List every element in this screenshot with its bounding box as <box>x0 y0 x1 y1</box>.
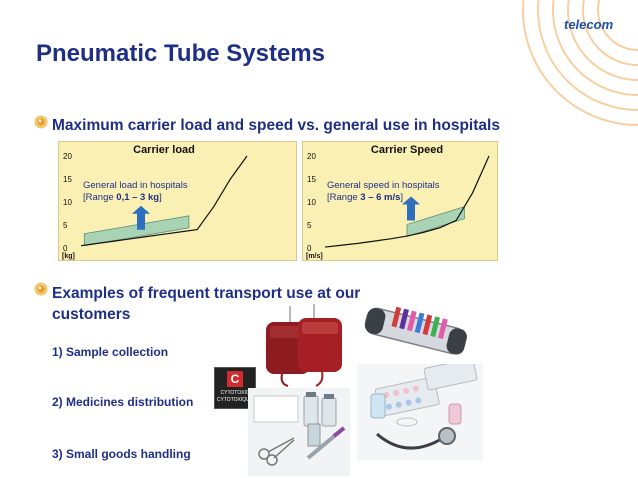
list-item-medicines-distribution: 2) Medicines distribution <box>52 395 194 409</box>
cytotoxic-label: CYTOTOXIC <box>220 390 250 396</box>
note-line2-load: [Range 0,1 – 3 kg] <box>83 192 162 203</box>
y-tick-label: 5 <box>63 221 68 230</box>
list-item-small-goods: 3) Small goods handling <box>52 447 191 461</box>
range-band-speed <box>406 206 465 238</box>
medicine-vials-photo <box>248 388 350 476</box>
chart-title-load: Carrier load <box>133 144 195 156</box>
cytotoxique-label: CYTOTOXIQUE <box>216 397 254 403</box>
y-tick-label: 5 <box>307 221 312 230</box>
bullet-carrier-load-speed: Maximum carrier load and speed vs. gener… <box>52 117 500 134</box>
chart-carrier-speed-svg: Carrier Speed 0 5 10 15 20 [m/s] General speed … <box>306 144 490 260</box>
y-tick-label: 10 <box>63 198 72 207</box>
note-prefix: [Range <box>327 192 360 203</box>
logo-text: telecom <box>564 17 614 32</box>
decorative-rings <box>522 0 638 126</box>
range-band-load <box>83 215 190 247</box>
chart-carrier-speed: Carrier Speed 0 5 10 15 20 [m/s] General speed … <box>302 141 498 261</box>
y-tick-label: 0 <box>307 244 312 253</box>
y-tick-label: 10 <box>307 198 316 207</box>
y-tick-label: 0 <box>63 244 68 253</box>
note-range-value: 0,1 – 3 kg <box>116 192 159 203</box>
y-tick-label: 15 <box>63 175 72 184</box>
series-line-load <box>80 155 248 247</box>
cytotoxic-letter: C <box>227 371 243 387</box>
note-range-value: 3 – 6 m/s <box>360 192 400 203</box>
up-arrow-speed <box>402 196 420 221</box>
note-line2-speed: [Range 3 – 6 m/s] <box>327 192 403 203</box>
bullet-icon <box>34 115 48 129</box>
bullet-transport-line1: Examples of frequent transport use at ou… <box>52 285 361 302</box>
note-prefix: [Range <box>83 192 116 203</box>
bullet-transport-line2: customers <box>52 306 131 323</box>
note-line1-load: General load in hospitals <box>83 180 188 191</box>
chart-carrier-load-svg: Carrier load 0 5 10 15 20 [kg] General load in … <box>62 144 248 260</box>
page-title: Pneumatic Tube Systems <box>36 40 325 67</box>
note-suffix: ] <box>159 192 162 203</box>
bullet-transport-examples: Examples of frequent transport use at ou… <box>52 284 360 324</box>
y-tick-label: 20 <box>307 152 316 161</box>
unit-label-load: [kg] <box>62 253 75 260</box>
bullet-icon <box>34 282 48 296</box>
series-line-speed <box>324 155 490 248</box>
sample-carrier-photo <box>357 300 473 362</box>
note-line1-speed: General speed in hospitals <box>327 180 440 191</box>
note-suffix: ] <box>400 192 403 203</box>
y-tick-label: 15 <box>307 175 316 184</box>
unit-label-speed: [m/s] <box>306 253 323 260</box>
chart-title-speed: Carrier Speed <box>371 144 443 156</box>
pills-stethoscope-photo <box>357 364 483 460</box>
up-arrow-load <box>132 205 150 230</box>
chart-carrier-load: Carrier load 0 5 10 15 20 [kg] General load in … <box>58 141 297 261</box>
blood-bags-photo <box>252 300 352 388</box>
list-item-sample-collection: 1) Sample collection <box>52 345 169 359</box>
telecom-logo: telecom <box>564 17 614 32</box>
y-tick-label: 20 <box>63 152 72 161</box>
